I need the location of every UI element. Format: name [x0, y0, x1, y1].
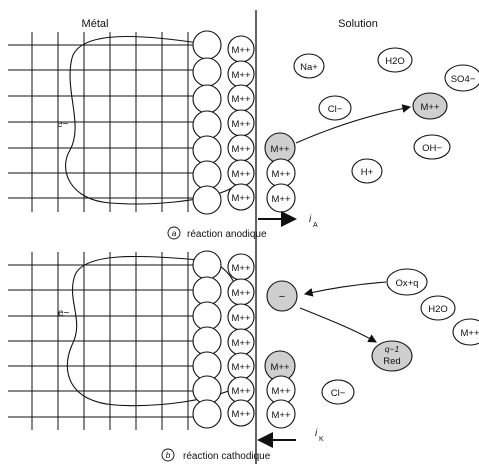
- reduced-species: [371, 340, 413, 372]
- ion-label: M++: [231, 313, 250, 324]
- ion-label: M++: [271, 410, 290, 421]
- current-sub-b: K: [319, 436, 324, 443]
- electron-label-a: e−: [57, 119, 69, 130]
- ion-label: M++: [231, 193, 250, 204]
- ion-label: M++: [271, 169, 290, 180]
- ion-label: M++: [231, 386, 250, 397]
- ion-label: M++: [231, 362, 250, 373]
- chloride-ion-b: Cl−: [331, 388, 346, 399]
- hydroxide-ion: OH−: [422, 143, 442, 154]
- ion-label: M++: [231, 144, 250, 155]
- ion-label: M++: [270, 362, 289, 373]
- surface-electron: [266, 280, 298, 312]
- surface-ions-b: M++ M++ M++: [264, 350, 296, 429]
- edge-metal-ion: M++: [460, 328, 479, 339]
- oxidant-arrow: [303, 281, 387, 297]
- ion-label: M++: [231, 119, 250, 130]
- surface-ions-a: M++ M++ M++: [264, 132, 296, 213]
- reduced-label: Red: [383, 356, 400, 367]
- water-molecule-b: H2O: [428, 304, 448, 315]
- reduced-charge: q−1: [385, 344, 400, 354]
- ion-label: M++: [231, 409, 250, 420]
- electron-label-b: e−: [58, 308, 70, 319]
- metal-ions-b: M++ M++ M++ M++ M++ M++ M++: [227, 253, 255, 427]
- ion-label: M++: [271, 194, 290, 205]
- panel-a: e− M++ M++ M++ M++ M++ M++ M++: [8, 30, 479, 240]
- metal-ions-a: M++ M++ M++ M++ M++ M++ M++: [227, 35, 255, 211]
- metal-atoms-a: [192, 30, 222, 215]
- current-symbol-b: i: [315, 428, 318, 439]
- chloride-ion: Cl−: [328, 104, 343, 115]
- dissolution-arrow: [295, 104, 412, 144]
- metal-header: Métal: [82, 18, 109, 30]
- caption-a: réaction anodique: [187, 229, 267, 240]
- free-metal-ion: M++: [420, 102, 439, 113]
- panel-letter-a: a: [172, 228, 177, 238]
- ion-label: M++: [231, 169, 250, 180]
- ion-label: M++: [231, 263, 250, 274]
- metal-lattice-b: [8, 252, 208, 430]
- reduction-arrow: [299, 307, 377, 343]
- metal-lattice-a: [8, 32, 208, 212]
- ion-label: M++: [270, 144, 289, 155]
- ion-label: M++: [231, 94, 250, 105]
- solution-species-a: Na+ H2O SO4− Cl− M++ OH− H+: [293, 47, 479, 184]
- panel-letter-b: b: [166, 450, 171, 460]
- solution-species-b: Ox+q H2O M++ q−1 Red Cl−: [321, 268, 479, 405]
- oxidant-species: Ox+q: [396, 278, 419, 289]
- solution-header: Solution: [338, 18, 378, 30]
- current-sub-a: A: [313, 222, 318, 229]
- ion-label: M++: [271, 386, 290, 397]
- ion-label: M++: [231, 338, 250, 349]
- hydrogen-ion: H+: [361, 167, 374, 178]
- ion-label: M++: [231, 288, 250, 299]
- na-ion: Na+: [300, 62, 318, 73]
- ion-label: M++: [231, 70, 250, 81]
- water-molecule: H2O: [385, 56, 405, 67]
- ion-label: M++: [231, 45, 250, 56]
- current-symbol-a: i: [309, 214, 312, 225]
- metal-atoms-b: [192, 250, 222, 429]
- caption-b: réaction cathodique: [183, 451, 271, 462]
- sulfate-ion: SO4−: [451, 74, 476, 85]
- panel-b: e− M++ M++ M++ M++ M++ M++ M++: [8, 250, 479, 462]
- surface-electron-symbol: −: [279, 291, 285, 303]
